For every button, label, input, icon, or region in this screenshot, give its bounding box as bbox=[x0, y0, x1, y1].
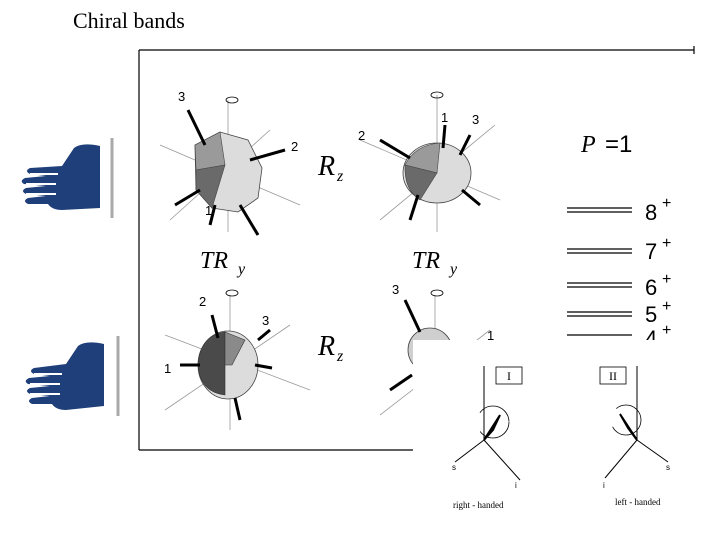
caption-right-handed: right - handed bbox=[453, 500, 504, 510]
svg-text:s: s bbox=[452, 463, 456, 472]
try-operator-left: TR y bbox=[200, 248, 246, 278]
axis-label: 3 bbox=[178, 89, 185, 104]
level-5: 5 bbox=[645, 302, 657, 327]
svg-text:R: R bbox=[317, 331, 335, 362]
svg-text:s: s bbox=[666, 463, 670, 472]
hand-icon-left bbox=[26, 336, 118, 416]
svg-text:i: i bbox=[603, 481, 605, 490]
svg-text:z: z bbox=[336, 168, 344, 185]
axis-label: 1 bbox=[205, 203, 212, 218]
svg-text:TR: TR bbox=[412, 248, 440, 274]
nucleus-top-left bbox=[160, 97, 300, 235]
axis-label: 3 bbox=[472, 112, 479, 127]
caption-left-handed: left - handed bbox=[615, 497, 661, 507]
parity-label: P =1 bbox=[580, 131, 632, 158]
svg-text:+: + bbox=[662, 195, 671, 212]
axis-label: 2 bbox=[199, 294, 206, 309]
axis-label: 3 bbox=[262, 313, 269, 328]
svg-text:+: + bbox=[662, 235, 671, 252]
svg-text:R: R bbox=[317, 151, 335, 182]
rz-operator-bottom: R z bbox=[317, 331, 344, 365]
rz-operator-top: R z bbox=[317, 151, 344, 185]
svg-text:+: + bbox=[662, 322, 671, 339]
handedness-inset: I s i right - handed II s i left - hande… bbox=[413, 340, 720, 540]
svg-text:=1: =1 bbox=[605, 131, 632, 158]
svg-text:II: II bbox=[609, 369, 617, 383]
svg-text:z: z bbox=[336, 348, 344, 365]
axis-label: 3 bbox=[392, 282, 399, 297]
band-level-labels: 8 + 7 + 6 + 5 + 4 + bbox=[645, 195, 671, 351]
axis-label: 1 bbox=[164, 361, 171, 376]
svg-text:P: P bbox=[580, 132, 596, 158]
axis-label: 2 bbox=[358, 128, 365, 143]
level-7: 7 bbox=[645, 239, 657, 264]
svg-text:TR: TR bbox=[200, 248, 228, 274]
svg-text:+: + bbox=[662, 298, 671, 315]
axis-label: 1 bbox=[441, 110, 448, 125]
axis-label: 2 bbox=[291, 139, 298, 154]
try-operator-right: TR y bbox=[412, 248, 458, 278]
svg-text:y: y bbox=[448, 261, 458, 278]
level-6: 6 bbox=[645, 275, 657, 300]
svg-text:I: I bbox=[507, 369, 511, 383]
level-8: 8 bbox=[645, 200, 657, 225]
svg-text:+: + bbox=[662, 271, 671, 288]
svg-text:i: i bbox=[515, 481, 517, 490]
nucleus-bottom-left bbox=[165, 290, 310, 430]
svg-text:y: y bbox=[236, 261, 246, 278]
hand-icon-right bbox=[22, 138, 112, 218]
band-levels bbox=[567, 208, 632, 335]
